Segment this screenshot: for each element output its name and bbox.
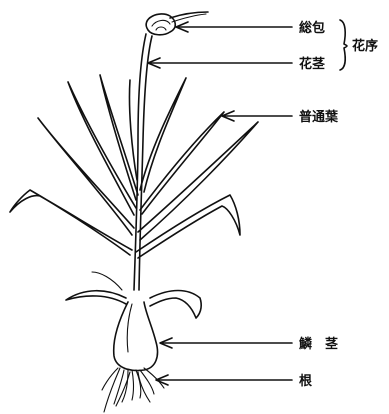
label-root: 根 bbox=[299, 373, 313, 389]
bulb-drawing bbox=[114, 302, 158, 370]
roots-drawing bbox=[102, 368, 164, 412]
label-scape: 花茎 bbox=[299, 56, 325, 72]
involucre-drawing bbox=[146, 12, 208, 35]
label-involucre: 総包 bbox=[299, 20, 325, 36]
label-pointers bbox=[148, 20, 347, 385]
label-foliage-leaf: 普通葉 bbox=[299, 109, 339, 125]
label-inflorescence: 花序 bbox=[352, 38, 378, 54]
label-bulb: 鱗 茎 bbox=[298, 336, 338, 352]
